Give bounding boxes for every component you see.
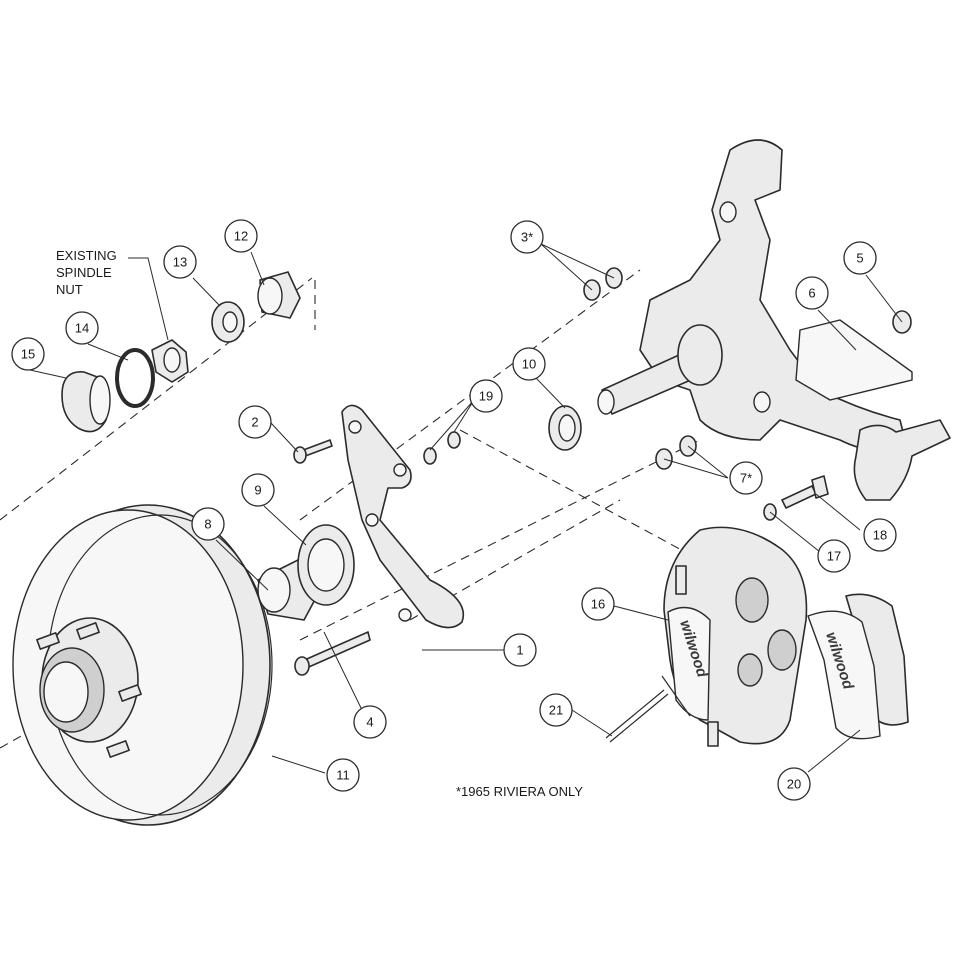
washer-13 bbox=[211, 301, 245, 343]
callout-15: 15 bbox=[11, 337, 45, 371]
existing-spindle-nut-line-1: EXISTING bbox=[56, 248, 117, 263]
callout-1-label: 1 bbox=[516, 643, 523, 658]
callout-18: 18 bbox=[863, 518, 897, 552]
brake-rotor bbox=[12, 504, 273, 826]
callout-4-label: 4 bbox=[366, 715, 373, 730]
callout-16: 16 bbox=[581, 587, 615, 621]
riviera-note: *1965 RIVIERA ONLY bbox=[456, 784, 583, 799]
spacer-10 bbox=[548, 405, 582, 451]
callout-3: 3* bbox=[510, 220, 544, 254]
callout-19: 19 bbox=[469, 379, 503, 413]
callout-20: 20 bbox=[777, 767, 811, 801]
callout-18-label: 18 bbox=[873, 528, 887, 543]
callout-5-label: 5 bbox=[856, 251, 863, 266]
callout-leaders bbox=[29, 243, 903, 774]
callout-12: 12 bbox=[224, 219, 258, 253]
grease-seal bbox=[297, 524, 355, 606]
callout-7-label: 7* bbox=[740, 471, 752, 486]
dust-cap bbox=[61, 371, 111, 433]
callout-15-label: 15 bbox=[21, 347, 35, 362]
callout-6: 6 bbox=[795, 276, 829, 310]
callout-21-label: 21 bbox=[549, 703, 563, 718]
callout-8: 8 bbox=[191, 507, 225, 541]
callout-9: 9 bbox=[241, 473, 275, 507]
shims-19 bbox=[423, 431, 461, 465]
callout-8-label: 8 bbox=[204, 517, 211, 532]
callout-21: 21 bbox=[539, 693, 573, 727]
callout-1: 1 bbox=[503, 633, 537, 667]
callout-19-label: 19 bbox=[479, 389, 493, 404]
callout-11-label: 11 bbox=[336, 768, 350, 783]
callout-6-label: 6 bbox=[808, 286, 815, 301]
callout-13: 13 bbox=[163, 245, 197, 279]
callout-2: 2 bbox=[238, 405, 272, 439]
callout-10-label: 10 bbox=[522, 357, 536, 372]
callout-14: 14 bbox=[65, 311, 99, 345]
cotter-pin bbox=[605, 675, 691, 743]
callout-9-label: 9 bbox=[254, 483, 261, 498]
callout-14-label: 14 bbox=[75, 321, 89, 336]
callout-17-label: 17 bbox=[827, 549, 841, 564]
spindle-knuckle bbox=[597, 139, 951, 501]
o-ring bbox=[115, 348, 155, 408]
callout-16-label: 16 bbox=[591, 597, 605, 612]
existing-spindle-nut-line-3: NUT bbox=[56, 282, 83, 297]
outer-bearing bbox=[257, 271, 301, 319]
bolt-4 bbox=[294, 631, 371, 676]
callout-5: 5 bbox=[843, 241, 877, 275]
callout-4: 4 bbox=[353, 705, 387, 739]
caliper bbox=[663, 526, 808, 747]
callout-2-label: 2 bbox=[251, 415, 258, 430]
callout-13-label: 13 bbox=[173, 255, 187, 270]
callout-20-label: 20 bbox=[787, 777, 801, 792]
existing-spindle-nut-line-2: SPINDLE bbox=[56, 265, 112, 280]
callout-3-label: 3* bbox=[521, 230, 533, 245]
spindle-nut bbox=[151, 339, 189, 383]
brake-pads bbox=[807, 593, 909, 740]
bolt-18 bbox=[781, 475, 829, 509]
callout-7: 7* bbox=[729, 461, 763, 495]
callout-11: 11 bbox=[326, 758, 360, 792]
existing-spindle-nut-label: EXISTING SPINDLE NUT bbox=[56, 248, 117, 297]
callout-17: 17 bbox=[817, 539, 851, 573]
bolt-2 bbox=[293, 439, 333, 464]
caliper-bracket bbox=[341, 404, 465, 629]
callout-12-label: 12 bbox=[234, 229, 248, 244]
callout-10: 10 bbox=[512, 347, 546, 381]
steering-plate bbox=[795, 319, 913, 401]
